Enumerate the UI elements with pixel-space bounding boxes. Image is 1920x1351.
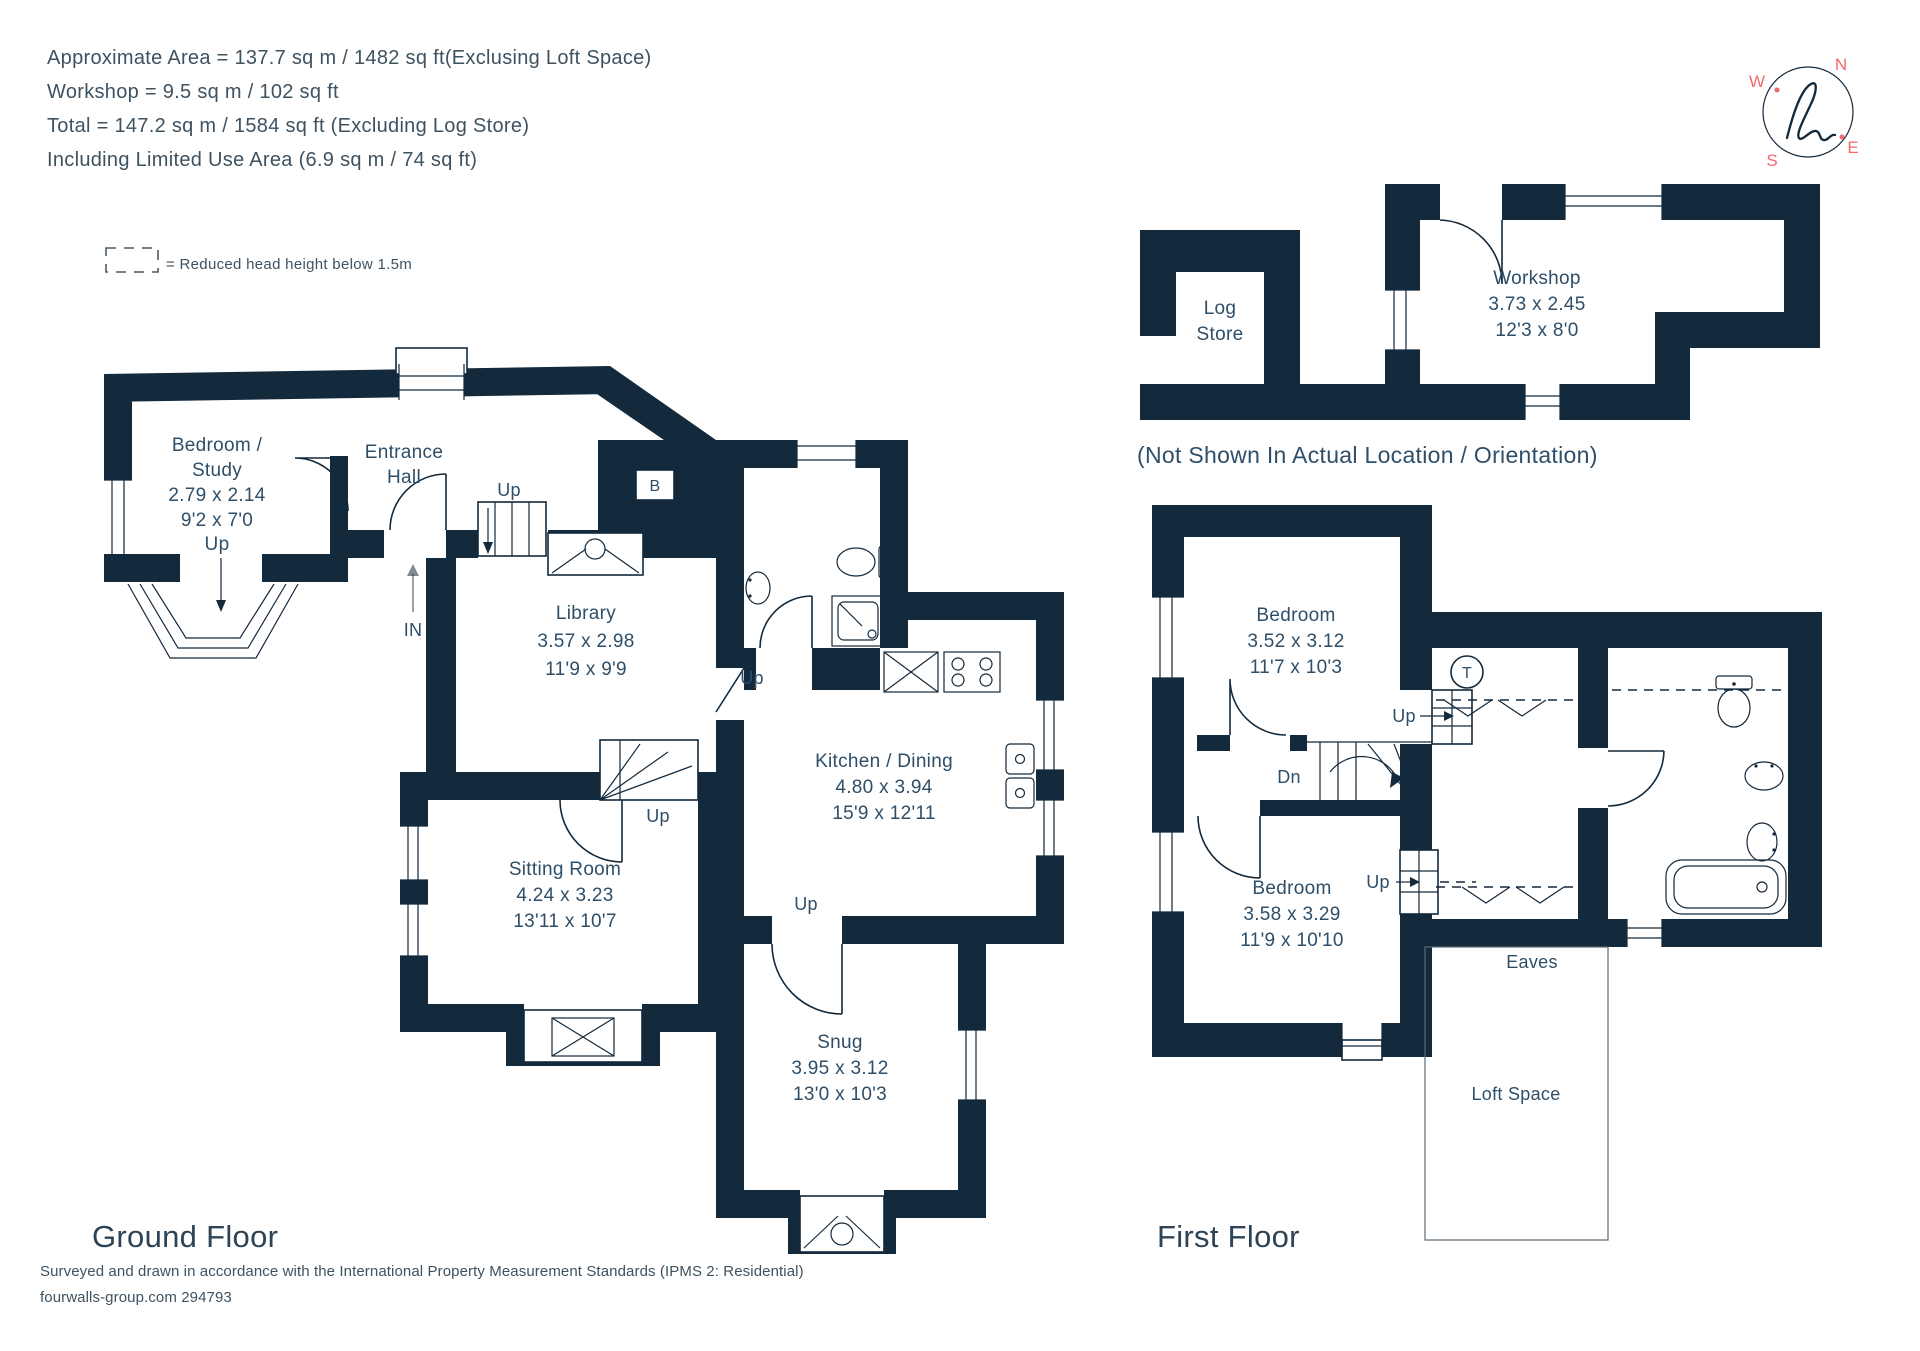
footer: Surveyed and drawn in accordance with th… [40,1263,804,1306]
hall-up-label: Up [497,480,521,500]
first-floor-plan: Log Store Workshop 3.73 x 2.45 12'3 x 8'… [1137,184,1822,1254]
tank-label: T [1462,665,1472,682]
eaves-label: Eaves [1506,952,1558,972]
bedroom-back-window-icon [1341,1039,1383,1061]
bedroom-back-metric: 3.58 x 3.29 [1243,904,1340,925]
boiler-label: B [650,478,661,495]
kitchen-up-label: Up [740,668,764,688]
bedroom-back-label: Bedroom [1252,878,1331,899]
first-floor-walls [1140,184,1822,1057]
compass-rose: N W S E [1749,55,1859,170]
ground-floor-title: Ground Floor [92,1219,278,1254]
bay-window-icon [127,583,299,659]
ground-floor-plan: Bedroom / Study 2.79 x 2.14 9'2 x 7'0 Up… [92,347,1064,1254]
ground-floor-windows [104,347,1064,1101]
reduced-head-height-swatch [105,247,159,273]
first-floor-doors [1197,219,1665,879]
legend-label: = Reduced head height below 1.5m [166,256,412,273]
loft-space-outline [1424,946,1609,1241]
bathroom-basin-icon [1744,761,1784,791]
hob-icon [943,651,1001,693]
sitting-room-imperial: 13'11 x 10'7 [513,911,616,932]
loft-stairs-upper-symbol [1420,689,1473,745]
bedroom-study-label-2: Study [192,460,242,481]
outbuilding-note: (Not Shown In Actual Location / Orientat… [1137,442,1598,468]
compass-north: N [1835,55,1847,74]
kitchen-dining-label: Kitchen / Dining [815,751,953,772]
hall-stairs-symbol [477,501,547,557]
bath-icon [1665,859,1787,915]
sitting-room-metric: 4.24 x 3.23 [516,885,613,906]
workshop-imperial: 12'3 x 8'0 [1495,320,1578,341]
snug-imperial: 13'0 x 10'3 [793,1084,887,1105]
kitchen-dining-metric: 4.80 x 3.94 [835,777,932,798]
kitchen-cabinet-icon [883,651,939,693]
sitting-room-winder-stairs-symbol [599,739,699,801]
bedroom-study-stair-arrow [216,558,226,612]
library-imperial: 11'9 x 9'9 [545,659,627,680]
compass-east: E [1847,138,1858,157]
bedroom-study-up-label: Up [205,534,230,555]
entrance-arrow [407,564,419,612]
summary-line-3: Total = 147.2 sq m / 1584 sq ft (Excludi… [47,115,529,137]
shower-icon [831,595,885,647]
kitchen-dining-imperial: 15'9 x 12'11 [832,803,935,824]
bedroom-study-imperial: 9'2 x 7'0 [181,510,253,531]
summary-line-4: Including Limited Use Area (6.9 sq m / 7… [47,149,477,171]
library-fireplace-icon [547,532,644,576]
bathroom-toilet-icon [1715,675,1753,728]
landing-winder-stairs-symbol [1307,741,1432,807]
entrance-hall-label: Entrance [365,442,443,463]
bedroom-back-up-label: Up [1366,872,1390,892]
compass-dot-east [1839,134,1845,140]
library-label: Library [556,603,616,624]
brand-monogram-icon [1785,82,1837,142]
sitting-room-fireplace-icon [523,1009,643,1063]
eaves-hatch-symbols [1436,689,1784,904]
compass-dot-west [1774,87,1780,93]
bedroom-study-label: Bedroom / [172,435,263,456]
sitting-room-label: Sitting Room [509,859,621,880]
library-metric: 3.57 x 2.98 [537,631,634,652]
first-floor-title: First Floor [1157,1219,1300,1254]
first-floor-windows [1152,184,1663,1061]
footer-standards-line: Surveyed and drawn in accordance with th… [40,1263,804,1280]
compass-circle [1762,66,1854,158]
area-summary: Approximate Area = 137.7 sq m / 1482 sq … [47,47,652,171]
legend: = Reduced head height below 1.5m [105,247,412,273]
landing-dn-label: Dn [1277,767,1301,787]
loft-stairs-lower-symbol [1396,849,1476,915]
loft-space-label: Loft Space [1471,1084,1560,1104]
entrance-hall-label-2: Hall [387,467,421,488]
sink-icon [1005,743,1035,809]
winder-up-label: Up [646,806,670,826]
snug-stove-icon [799,1195,885,1253]
bedroom-front-label: Bedroom [1256,605,1335,626]
bedroom-back-imperial: 11'9 x 10'10 [1240,930,1343,951]
log-store-label: Log [1204,298,1237,319]
bathroom-basin2-icon [1746,822,1778,862]
tank-symbol [1450,655,1484,689]
summary-line-1: Approximate Area = 137.7 sq m / 1482 sq … [47,47,652,69]
ground-floor-doors [294,457,843,1015]
snug-metric: 3.95 x 3.12 [791,1058,888,1079]
workshop-metric: 3.73 x 2.45 [1488,294,1585,315]
snug-label: Snug [817,1032,863,1053]
snug-up-label: Up [794,894,818,914]
summary-line-2: Workshop = 9.5 sq m / 102 sq ft [47,81,339,103]
toilet-icon [836,545,896,579]
bedroom-front-imperial: 11'7 x 10'3 [1250,657,1343,678]
basin-icon [745,571,771,605]
bedroom-front-metric: 3.52 x 3.12 [1247,631,1344,652]
compass-west: W [1749,72,1765,91]
log-store-label-2: Store [1197,324,1244,345]
workshop-label: Workshop [1493,268,1581,289]
bedroom-study-metric: 2.79 x 2.14 [168,485,265,506]
landing-up-label: Up [1392,706,1416,726]
boiler-box [635,469,675,501]
compass-south: S [1766,151,1777,170]
footer-credit-line: fourwalls-group.com 294793 [40,1289,232,1306]
entrance-in-label: IN [404,620,423,640]
